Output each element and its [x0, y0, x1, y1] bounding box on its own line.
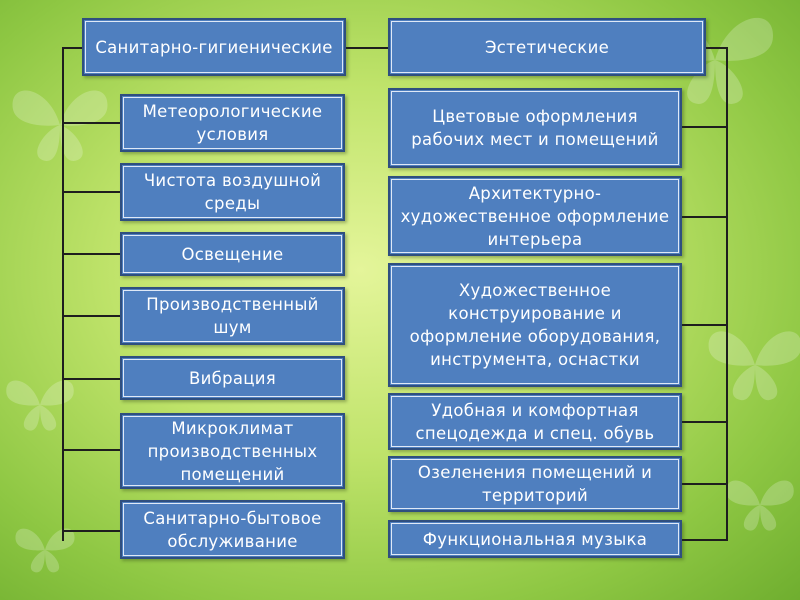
- butterfly-icon: [708, 331, 800, 401]
- right-item-box: Функциональная музыка: [388, 520, 682, 558]
- connector-right-branch: [682, 216, 728, 218]
- connector-left-branch: [62, 191, 120, 193]
- left-item-box: Микроклимат производственных помещений: [120, 413, 345, 489]
- left-item-box: Санитарно-бытовое обслуживание: [120, 500, 345, 559]
- butterfly-icon: [726, 480, 794, 531]
- left-item-box: Вибрация: [120, 356, 345, 400]
- connector-right-branch: [682, 539, 728, 541]
- connector-right-branch: [682, 324, 728, 326]
- butterfly-icon: [6, 380, 74, 431]
- butterfly-icon: [12, 90, 108, 161]
- right-item-box: Художественное конструирование и оформле…: [388, 263, 682, 387]
- right-item-box: Архитектурно-художественное оформление и…: [388, 176, 682, 256]
- connector-left-branch: [62, 315, 120, 317]
- connector-right-branch: [682, 126, 728, 128]
- connector-left-branch: [62, 530, 120, 532]
- connector-right-top: [706, 47, 728, 49]
- connector-right-branch: [682, 483, 728, 485]
- right-item-box: Удобная и комфортная спецодежда и спец. …: [388, 393, 682, 450]
- connector-left-branch: [62, 122, 120, 124]
- left-header-box: Санитарно-гигиенические: [82, 18, 346, 76]
- connector-left-vertical: [62, 47, 64, 541]
- left-item-box: Производственный шум: [120, 287, 345, 345]
- left-item-box: Чистота воздушной среды: [120, 163, 345, 221]
- connector-left-branch: [62, 449, 120, 451]
- connector-left-branch: [62, 378, 120, 380]
- right-header-box: Эстетические: [388, 18, 706, 76]
- connector-right-branch: [682, 421, 728, 423]
- left-item-box: Освещение: [120, 232, 345, 276]
- butterfly-icon: [15, 528, 75, 573]
- right-item-box: Озеленения помещений и территорий: [388, 456, 682, 512]
- connector-left-branch: [62, 253, 120, 255]
- left-item-box: Метеорологические условия: [120, 94, 345, 152]
- connector-right-vertical: [726, 47, 728, 541]
- right-item-box: Цветовые оформления рабочих мест и помещ…: [388, 88, 682, 168]
